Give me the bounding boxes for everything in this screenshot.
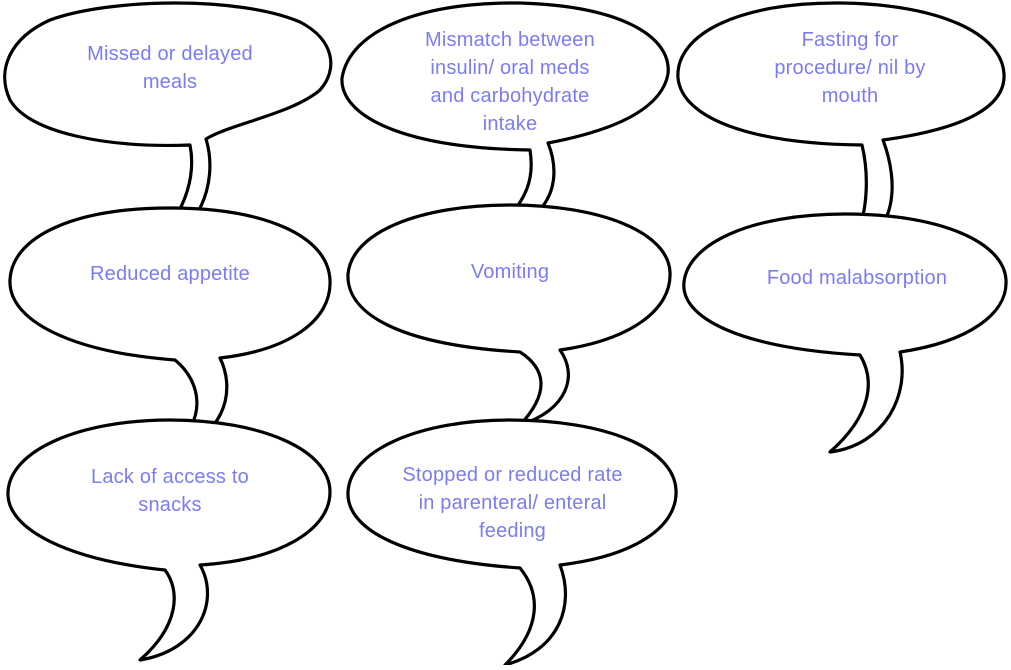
speech-bubble-reduced-appetite	[8, 206, 332, 452]
speech-bubble-lack-of-access	[6, 418, 332, 662]
speech-bubble-food-malabsorption	[682, 212, 1008, 454]
speech-bubble-mismatch-insulin	[340, 1, 670, 232]
speech-bubble-stopped-feeding	[346, 418, 678, 667]
speech-bubble-fasting	[676, 1, 1006, 247]
speech-bubble-vomiting	[346, 203, 672, 427]
